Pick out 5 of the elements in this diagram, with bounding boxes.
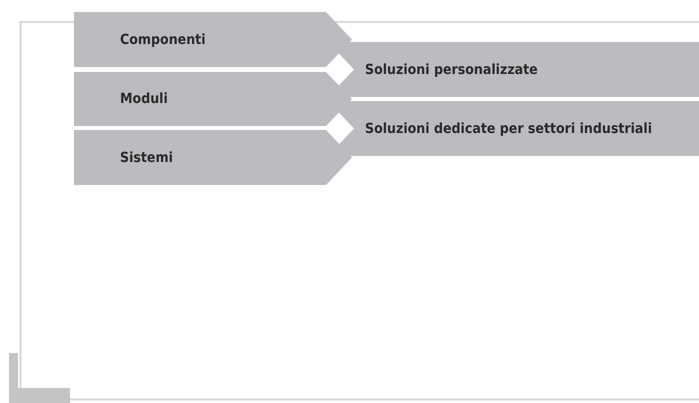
node-label: Soluzioni personalizzate (365, 62, 538, 78)
node-label: Sistemi (120, 150, 173, 166)
node-label: Componenti (120, 32, 206, 48)
node-label: Moduli (120, 91, 168, 107)
node-label: Soluzioni dedicate per settori industriali (365, 120, 652, 136)
